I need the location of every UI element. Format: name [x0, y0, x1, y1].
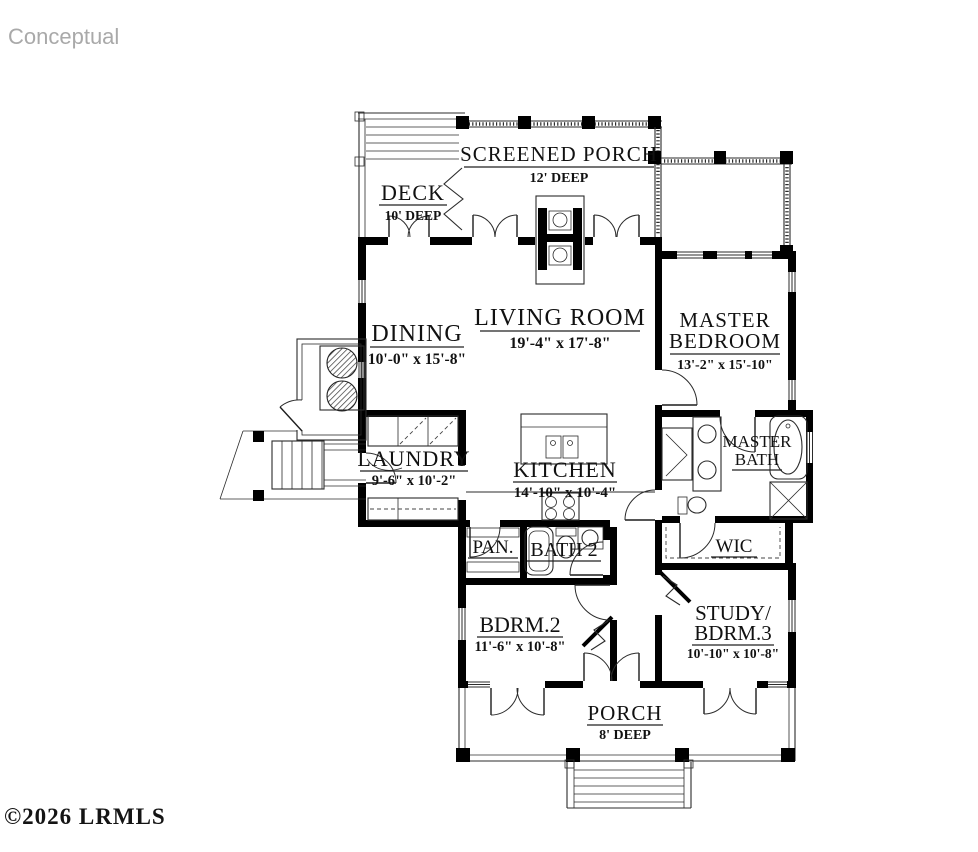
deck-structure — [354, 111, 465, 237]
kitchen-dims: 14'-10" x 10'-4" — [514, 485, 616, 501]
master-bath-fixtures — [661, 415, 808, 520]
fireplace — [535, 195, 585, 285]
master-bedroom-label-1: MASTER — [679, 308, 770, 332]
bath2-label: BATH 2 — [530, 539, 597, 561]
bedroom2-dims: 11'-6" x 10'-8" — [474, 639, 565, 655]
walls — [358, 237, 813, 688]
laundry-dims: 9'-6" x 10'-2" — [372, 473, 457, 489]
living-room-dims: 19'-4" x 17'-8" — [509, 335, 610, 352]
porch-depth: 8' DEEP — [599, 728, 651, 743]
study-label-2: BDRM.3 — [694, 621, 772, 645]
master-bedroom-dims: 13'-2" x 15'-10" — [677, 358, 773, 373]
study-dims: 10'-10" x 10'-8" — [687, 646, 779, 661]
conceptual-watermark: Conceptual — [8, 24, 119, 49]
room-labels: SCREENED PORCH 12' DEEP DECK 10' DEEP LI… — [357, 142, 792, 743]
wic-shelves — [665, 527, 781, 559]
doors — [365, 214, 757, 716]
master-bath-label-1: MASTER — [723, 432, 793, 451]
porch-label: PORCH — [587, 701, 662, 725]
bedroom2-label: BDRM.2 — [479, 612, 560, 637]
mls-copyright-watermark: ©2026 LRMLS — [4, 804, 166, 829]
deck-label: DECK — [381, 180, 445, 205]
living-room-label: LIVING ROOM — [474, 305, 646, 331]
laundry-fixtures — [366, 415, 459, 521]
dining-dims: 10'-0" x 15'-8" — [368, 351, 466, 368]
master-bedroom-label-2: BEDROOM — [669, 329, 781, 353]
dining-label: DINING — [371, 321, 462, 347]
hvac-platform — [279, 338, 367, 441]
bath2-pantry-fixtures — [466, 526, 604, 576]
wic-label: WIC — [716, 536, 753, 557]
windows — [358, 251, 813, 688]
laundry-label: LAUNDRY — [357, 446, 470, 471]
kitchen-fixtures — [466, 413, 655, 521]
pantry-label: PAN. — [472, 537, 513, 558]
screened-porch-depth: 12' DEEP — [530, 171, 589, 186]
deck-depth: 10' DEEP — [385, 208, 442, 223]
front-porch — [456, 688, 796, 809]
master-bath-label-2: BATH — [735, 450, 779, 469]
study-label-1: STUDY/ — [695, 601, 771, 625]
kitchen-label: KITCHEN — [513, 457, 617, 482]
exterior-stairs-left — [219, 430, 366, 501]
screened-porch-structure — [456, 116, 793, 258]
screened-porch-label: SCREENED PORCH — [460, 142, 658, 166]
